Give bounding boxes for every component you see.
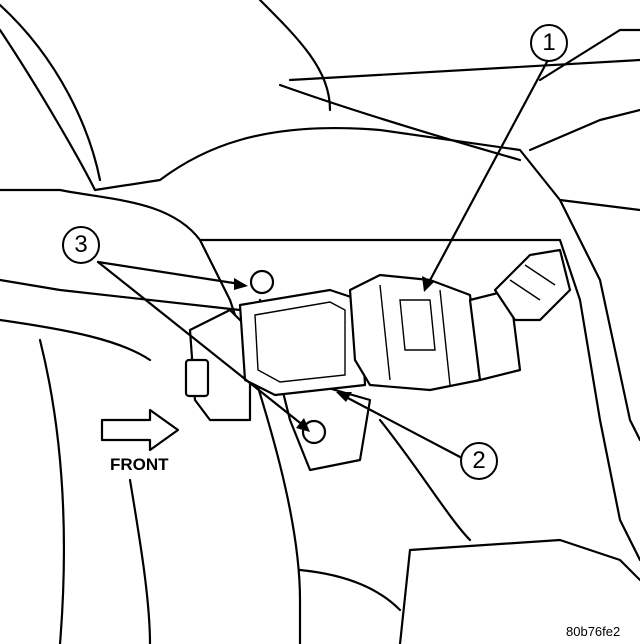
callout-2-label: 2 [472,447,486,474]
callout-3: 3 [62,226,100,264]
figure-code: 80b76fe2 [566,624,621,639]
callout-1-label: 1 [542,29,556,56]
leader-arrows [96,58,550,460]
callout-1: 1 [530,24,568,62]
front-arrow-icon [100,408,180,452]
callout-2: 2 [460,442,498,480]
callout-3-label: 3 [74,231,88,258]
front-label: FRONT [110,455,169,474]
